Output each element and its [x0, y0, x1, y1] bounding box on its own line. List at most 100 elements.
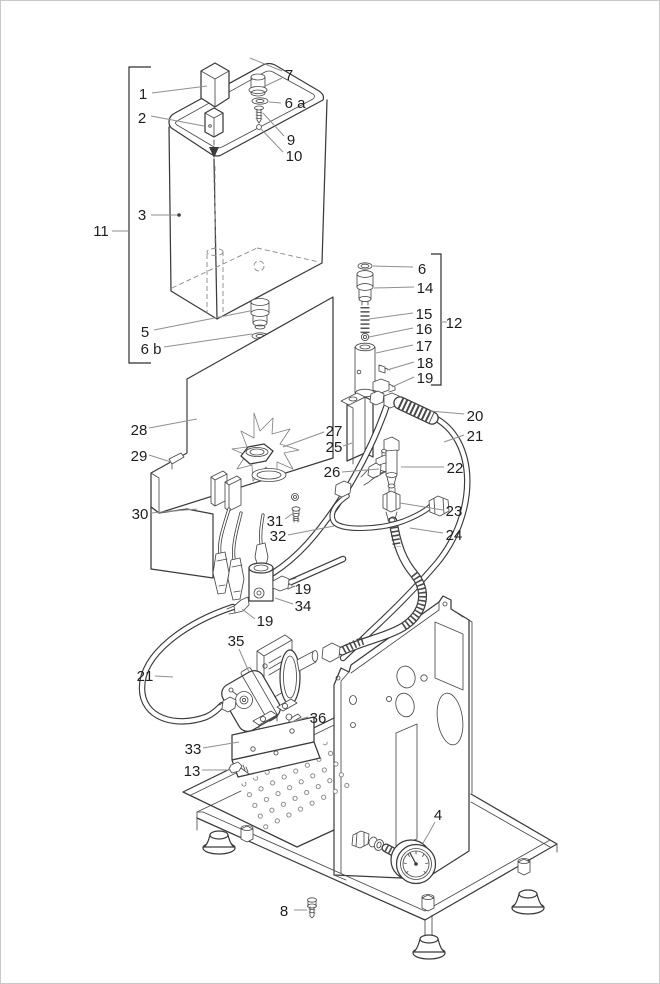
part-callout-19-17: 19 [417, 370, 434, 387]
leader-line [375, 344, 414, 354]
leader-line [151, 85, 208, 94]
leader-line [287, 581, 294, 588]
part-callout-7-2: 7 [285, 67, 293, 84]
part-callout-16-13: 16 [416, 321, 433, 338]
lid-valve [248, 73, 268, 97]
leader-line [342, 442, 353, 447]
leader-line [373, 286, 415, 289]
washer-6a [251, 97, 269, 105]
braided-coil-20 [369, 390, 439, 425]
part-callout-27-26: 27 [326, 423, 343, 440]
fitting-14 [356, 270, 374, 306]
pump-35 [218, 634, 341, 732]
leader-line [372, 265, 414, 268]
part-callout-30-25: 30 [132, 506, 149, 523]
part-callout-19-31: 19 [295, 581, 312, 598]
ball-16 [360, 332, 370, 342]
spade-connector [212, 551, 230, 595]
leader-line [268, 101, 282, 104]
frame-panel [333, 595, 473, 880]
part-callout-8-40: 8 [280, 903, 288, 920]
leader-line [163, 333, 253, 348]
part-callout-11-7: 11 [93, 223, 109, 240]
filler-cap [200, 62, 230, 108]
leader-line [148, 418, 198, 429]
part-callout-34-32: 34 [295, 598, 312, 615]
leader-line [409, 527, 444, 534]
tee-fitting-22 [367, 436, 400, 489]
rubber-foot [202, 830, 545, 960]
leader-line [287, 525, 335, 536]
pump-clamp-band [240, 667, 279, 722]
pipe-32 [329, 480, 450, 531]
leader-line [249, 57, 283, 72]
part-callout-10-5: 10 [286, 148, 303, 165]
leader-line [341, 468, 380, 473]
part-callout-33-37: 33 [185, 741, 202, 758]
part-callout-13-38: 13 [184, 763, 201, 780]
panel-fitting-27 [231, 412, 300, 482]
group-bracket-11 [128, 66, 151, 364]
pump-inlet-fitting [218, 696, 237, 713]
screw-13 [228, 761, 250, 775]
drip-tray-perforations [241, 739, 355, 831]
part-callout-31-29: 31 [267, 513, 284, 530]
leader-line [386, 361, 415, 371]
switch-box [224, 475, 242, 512]
part-callout-25-27: 25 [326, 439, 343, 456]
mounting-panel [150, 296, 334, 579]
leader-line [368, 327, 414, 338]
part-callout-12-14: 12 [446, 315, 463, 332]
screw-18 [378, 364, 391, 374]
oring-6 [357, 262, 373, 270]
group-bracket-12 [431, 253, 442, 386]
part-callout-36-36: 36 [310, 710, 327, 727]
part-callout-23-21: 23 [446, 503, 463, 520]
leader-line [150, 115, 205, 127]
water-tank [168, 99, 328, 320]
screw-31 [291, 506, 301, 523]
check-valve-23 [382, 487, 401, 523]
part-callout-21-19: 21 [467, 428, 484, 445]
leader-line [150, 508, 198, 514]
base-frame [182, 717, 558, 960]
fitting-19-right [272, 575, 290, 592]
part-callout-18-16: 18 [417, 355, 434, 372]
leader-line [443, 434, 465, 443]
hose-21-left-loop [138, 603, 237, 725]
leader-line [368, 312, 414, 320]
valve-body-17 [354, 342, 376, 398]
screw-9 [254, 105, 264, 124]
tank-outlet-valve [250, 298, 270, 330]
hose-block-right [287, 555, 347, 586]
u-bracket-25 [340, 392, 374, 465]
cap-insert [204, 107, 224, 158]
clip-29 [168, 452, 185, 470]
leader-line [154, 675, 174, 678]
mount-36 [285, 713, 293, 721]
pump-flange [279, 649, 301, 705]
leader-line [282, 431, 325, 448]
bracket-30 [150, 506, 214, 579]
leader-line [422, 821, 436, 844]
leader-line [391, 376, 415, 388]
leader-line [399, 502, 444, 511]
part-callout-6a-3: 6 a [285, 95, 307, 112]
leader-dot [177, 213, 181, 217]
leader-line [284, 513, 293, 520]
ring-10 [256, 124, 262, 130]
part-callout-22-20: 22 [447, 460, 464, 477]
part-callout-14-11: 14 [417, 280, 434, 297]
part-callout-6-10: 6 [418, 261, 426, 278]
leader-line [148, 454, 172, 463]
part-callout-3-6: 3 [138, 207, 146, 224]
part-callout-21-35: 21 [137, 668, 154, 685]
part-callout-24-22: 24 [446, 527, 463, 544]
part-callout-5-8: 5 [141, 324, 149, 341]
fitting-block-34 [226, 562, 297, 615]
pipe-nut-right [428, 495, 450, 517]
part-callout-6b-9: 6 b [141, 341, 162, 358]
valve-stack [354, 262, 396, 398]
